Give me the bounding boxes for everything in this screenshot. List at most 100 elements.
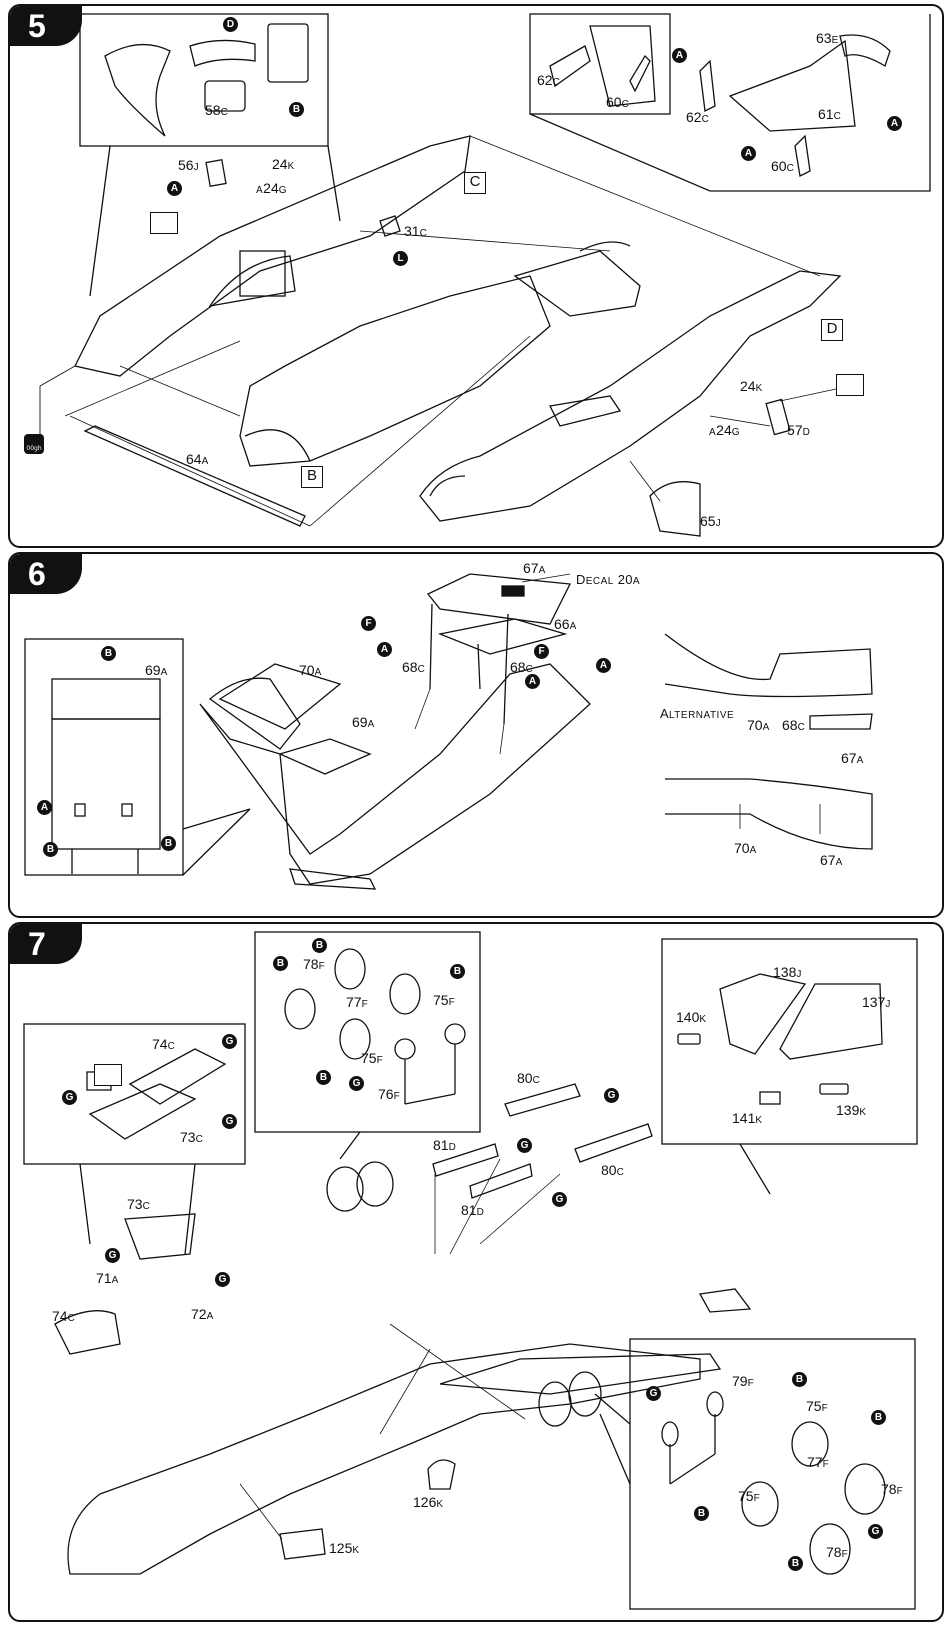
marker-g: G: [62, 1090, 77, 1105]
fin-tip-part: [698, 1288, 752, 1313]
part-label: 24K: [272, 156, 295, 172]
marker-a: A: [37, 800, 52, 815]
part-label: 76F: [378, 1086, 401, 1102]
part-label: 68C: [510, 659, 534, 675]
fuselage-center-module: [239, 275, 551, 467]
marker-g: G: [646, 1386, 661, 1401]
marker-a: A: [741, 146, 756, 161]
marker-f: F: [361, 616, 376, 631]
part-73c: [124, 1213, 196, 1260]
marker-b: B: [788, 1556, 803, 1571]
part-label: A24G: [709, 422, 741, 438]
marker-b: B: [316, 1070, 331, 1085]
paint-icon: [94, 1064, 122, 1086]
part-label: 66A: [554, 616, 577, 632]
part-label: 70A: [299, 662, 322, 678]
marker-b: B: [871, 1410, 886, 1425]
part-label: 138J: [773, 964, 802, 980]
inset-fin-frame: [661, 938, 918, 1145]
part-67a: [426, 573, 572, 625]
part-64a: [83, 425, 306, 527]
part-74c: [54, 1310, 121, 1355]
section-label-d: D: [821, 319, 843, 341]
part-label: 81D: [433, 1137, 457, 1153]
part-label: 81D: [461, 1202, 485, 1218]
alternative-label: ALTERNATIVE: [660, 706, 735, 721]
marker-g: G: [215, 1272, 230, 1287]
part-label: 72A: [191, 1306, 214, 1322]
part-label: 67A: [820, 852, 843, 868]
part-label: 60C: [771, 158, 795, 174]
marker-g: G: [105, 1248, 120, 1263]
part-label: 73C: [180, 1129, 204, 1145]
marker-l: L: [393, 251, 408, 266]
part-label: 73C: [127, 1196, 151, 1212]
part-label: 56J: [178, 157, 200, 173]
part-label: 80C: [601, 1162, 625, 1178]
part-label: 58C: [205, 102, 229, 118]
part-80c: [504, 1083, 581, 1117]
marker-a: A: [377, 642, 392, 657]
marker-b: B: [43, 842, 58, 857]
part-label: 67A: [841, 750, 864, 766]
inset-nose-frame: [529, 13, 671, 115]
marker-g: G: [604, 1088, 619, 1103]
marker-g: G: [552, 1192, 567, 1207]
part-label: 77F: [346, 994, 369, 1010]
marker-g: G: [349, 1076, 364, 1091]
part-label: 31C: [404, 223, 428, 239]
part-label: 125K: [329, 1540, 360, 1556]
fuselage-interior: [199, 663, 591, 885]
marker-b: B: [792, 1372, 807, 1387]
marker-d: D: [223, 17, 238, 32]
part-126k: [427, 1459, 456, 1490]
part-66a: [437, 618, 568, 655]
part-label: 75F: [361, 1050, 384, 1066]
part-70a: [218, 663, 342, 730]
part-label: 75F: [738, 1488, 761, 1504]
marker-b: B: [694, 1506, 709, 1521]
paint-icon: [836, 374, 864, 396]
part-80c: [574, 1123, 653, 1163]
part-label: 69A: [352, 714, 375, 730]
inset-cockpit-frame: [79, 13, 329, 147]
marker-a: A: [887, 116, 902, 131]
marker-b: B: [312, 938, 327, 953]
part-label: 74C: [52, 1308, 76, 1324]
marker-a: A: [596, 658, 611, 673]
part-label: 62C: [686, 109, 710, 125]
part-label: 61C: [818, 106, 842, 122]
step-number-badge: 7: [10, 924, 82, 964]
weight-icon: 00gh: [24, 434, 44, 454]
section-label-c: C: [464, 172, 486, 194]
part-label: 62C: [537, 72, 561, 88]
part-69a: [278, 738, 372, 775]
part-label: 70A: [734, 840, 757, 856]
part-label: 126K: [413, 1494, 444, 1510]
part-label: 78F: [303, 956, 326, 972]
part-label: 70A: [747, 717, 770, 733]
part-125k: [279, 1528, 326, 1560]
part-label: 140K: [676, 1009, 707, 1025]
part-label: 68C: [402, 659, 426, 675]
marker-g: G: [222, 1114, 237, 1129]
part-65j: [649, 481, 701, 537]
part-label: 65J: [700, 513, 722, 529]
part-label: 24K: [740, 378, 763, 394]
part-label: 64A: [186, 451, 209, 467]
part-label: 63E: [816, 30, 839, 46]
marker-g: G: [868, 1524, 883, 1539]
part-label: 57D: [787, 422, 811, 438]
part-label: 79F: [732, 1373, 755, 1389]
part-label: 75F: [433, 992, 456, 1008]
part-label: A24G: [256, 180, 288, 196]
step-7-drawing: [23, 931, 918, 1610]
part-81d: [469, 1163, 533, 1199]
step-5-drawing: [39, 13, 931, 537]
part-label: 80C: [517, 1070, 541, 1086]
decal-label: DECAL 20A: [576, 572, 640, 587]
part-label: 137J: [862, 994, 891, 1010]
part-label: 60C: [606, 94, 630, 110]
part-label: 68C: [782, 717, 806, 733]
marker-a: A: [525, 674, 540, 689]
